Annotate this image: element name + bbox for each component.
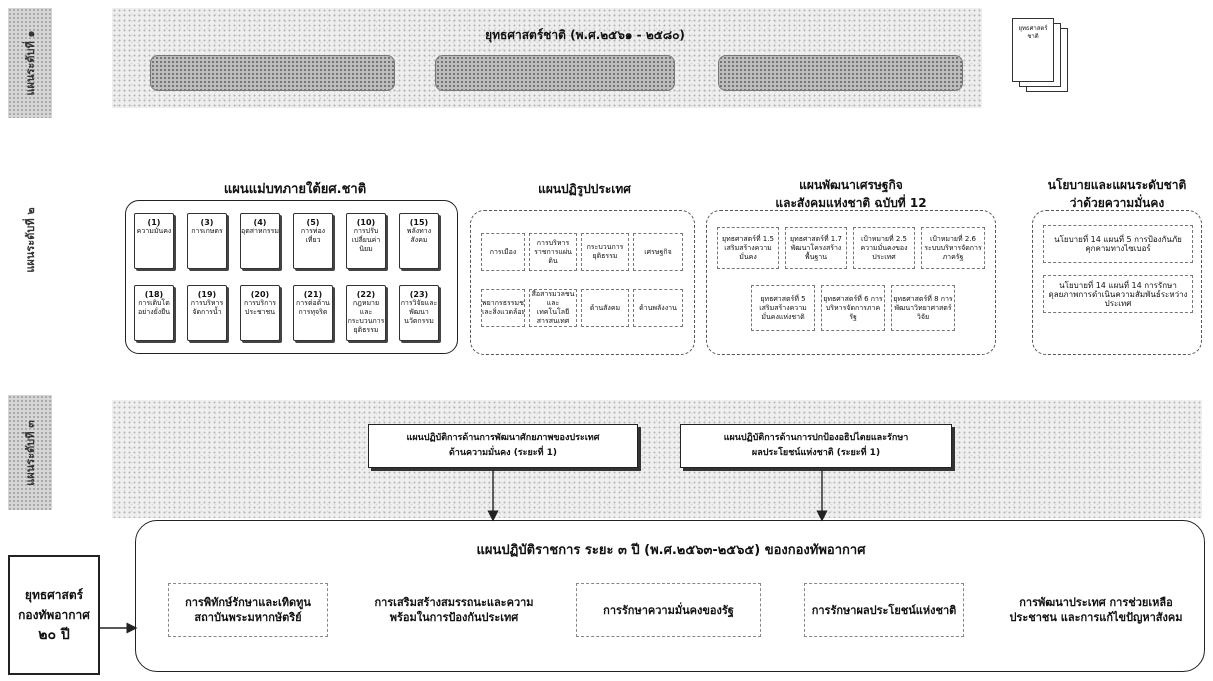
security-policy-cell: นโยบายที่ 14 แผนที่ 5 การป้องกันภัยคุกคา… xyxy=(1043,225,1193,263)
level2-tag-label: แผนระดับที่ ๒ xyxy=(24,207,37,273)
master-plan-doc: (23)การวิจัยและพัฒนานวัตกรรม xyxy=(399,285,439,341)
security-policy-cell: นโยบายที่ 14 แผนที่ 14 การรักษาดุลยภาพกา… xyxy=(1043,275,1193,313)
econ-plan-title-line2: และสังคมแห่งชาติ ฉบับที่ 12 xyxy=(775,196,927,210)
level3-tag-label: แผนระดับที่ ๓ xyxy=(24,419,37,486)
goal-monarchy: การพิทักษ์รักษาและเทิดทูนสถาบันพระมหากษั… xyxy=(168,583,328,637)
strategy-document-icon: ยุทธศาสตร์ชาติ xyxy=(1012,18,1054,82)
master-plan-doc: (4)อุตสาหกรรม xyxy=(240,213,280,269)
master-plan-doc: (5)การท่องเที่ยว xyxy=(293,213,333,269)
national-strategy-box-2 xyxy=(435,55,675,91)
master-plan-doc: (3)การเกษตร xyxy=(187,213,227,269)
rtaf-strategy-line3: ๒๐ ปี xyxy=(38,627,70,643)
master-plan-doc: (21)การต่อต้านการทุจริต xyxy=(293,285,333,341)
reform-plan-cell: เศรษฐกิจ xyxy=(633,233,683,271)
econ-plan-group: ยุทธศาสตร์ที่ 1.5 เสริมสร้างความมั่นคง ย… xyxy=(706,210,996,355)
econ-plan-cell: ยุทธศาสตร์ที่ 6 การบริหารจัดการภาครัฐ xyxy=(821,285,885,331)
level1-tag: แผนระดับที่ ๑ xyxy=(8,8,52,118)
rtaf-action-plan-group: แผนปฏิบัติราชการ ระยะ ๓ ปี (พ.ศ.๒๕๖๓-๒๕๖… xyxy=(135,520,1205,672)
econ-plan-cell: ยุทธศาสตร์ที่ 5 เสริมสร้างความมั่นคงแห่ง… xyxy=(751,285,815,331)
action-plan-1: แผนปฏิบัติการด้านการพัฒนาศักยภาพของประเท… xyxy=(368,424,638,468)
security-policy-title-line1: นโยบายและแผนระดับชาติ xyxy=(1047,178,1187,192)
action-plan-2-line2: ผลประโยชน์แห่งชาติ (ระยะที่ 1) xyxy=(751,448,881,458)
action-plan-1-line2: ด้านความมั่นคง (ระยะที่ 1) xyxy=(448,448,558,458)
goal-national-interest: การรักษาผลประโยชน์แห่งชาติ xyxy=(804,583,964,637)
master-plan-doc: (18)การเติบโตอย่างยั่งยืน xyxy=(134,285,174,341)
reform-plan-group: การเมือง การบริหารราชการแผ่นดิน กระบวนกา… xyxy=(470,210,695,355)
goal-defense-readiness: การเสริมสร้างสมรรถนะและความพร้อมในการป้อ… xyxy=(374,596,534,624)
master-plan-doc: (22)กฎหมายและกระบวนการยุติธรรม xyxy=(346,285,386,341)
action-plan-2: แผนปฏิบัติการด้านการปกป้องอธิปไตยและรักษ… xyxy=(680,424,952,468)
reform-plan-cell: สื่อสารมวลชนและเทคโนโลยีสารสนเทศ xyxy=(529,289,577,327)
level3-tag: แผนระดับที่ ๓ xyxy=(8,395,52,510)
reform-plan-cell: การบริหารราชการแผ่นดิน xyxy=(529,233,577,271)
strategy-document-stack: ยุทธศาสตร์ชาติ xyxy=(1012,18,1072,98)
reform-plan-title: แผนปฏิรูปประเทศ xyxy=(538,182,631,196)
national-strategy-box-3 xyxy=(718,55,963,91)
econ-plan-cell: ยุทธศาสตร์ที่ 8 การพัฒนาวิทยาศาสตร์ วิจั… xyxy=(891,285,955,331)
master-plan-title: แผนแม่บทภายใต้ยศ.ชาติ xyxy=(223,182,367,197)
econ-plan-cell: ยุทธศาสตร์ที่ 1.5 เสริมสร้างความมั่นคง xyxy=(717,227,779,269)
econ-plan-title-line1: แผนพัฒนาเศรษฐกิจ xyxy=(799,178,903,192)
action-plan-2-line1: แผนปฏิบัติการด้านการปกป้องอธิปไตยและรักษ… xyxy=(723,433,909,443)
level3-band xyxy=(112,400,1202,518)
master-plan-doc: (20)การบริการประชาชน xyxy=(240,285,280,341)
national-strategy-box-1 xyxy=(150,55,395,91)
level1-tag-label: แผนระดับที่ ๑ xyxy=(24,30,37,96)
econ-plan-cell: เป้าหมายที่ 2.5 ความมั่นคงของประเทศ xyxy=(853,227,915,269)
rtaf-action-plan-title: แผนปฏิบัติราชการ ระยะ ๓ ปี (พ.ศ.๒๕๖๓-๒๕๖… xyxy=(476,543,866,558)
reform-plan-cell: ด้านพลังงาน xyxy=(633,289,683,327)
econ-plan-cell: ยุทธศาสตร์ที่ 1.7 พัฒนาโครงสร้างพื้นฐาน xyxy=(785,227,847,269)
security-policy-group: นโยบายที่ 14 แผนที่ 5 การป้องกันภัยคุกคา… xyxy=(1032,210,1202,355)
rtaf-strategy-line2: กองทัพอากาศ xyxy=(18,608,90,622)
master-plan-doc: (19)การบริหารจัดการน้ำ xyxy=(187,285,227,341)
level2-tag: แผนระดับที่ ๒ xyxy=(8,185,52,295)
rtaf-strategy-box: ยุทธศาสตร์ กองทัพอากาศ ๒๐ ปี xyxy=(8,555,100,675)
master-plan-doc: (15)พลังทางสังคม xyxy=(399,213,439,269)
security-policy-title-line2: ว่าด้วยความมั่นคง xyxy=(1069,196,1165,210)
reform-plan-cell: การเมือง xyxy=(481,233,525,271)
goal-national-development: การพัฒนาประเทศ การช่วยเหลือประชาชน และกา… xyxy=(1009,596,1183,624)
econ-plan-cell: เป้าหมายที่ 2.6 ระบบบริหารจัดการภาครัฐ xyxy=(921,227,985,269)
reform-plan-cell: ด้านสังคม xyxy=(581,289,629,327)
reform-plan-cell: ทรัพยากรธรรมชาติและสิ่งแวดล้อม xyxy=(481,289,525,327)
goal-state-security: การรักษาความมั่นคงของรัฐ xyxy=(576,583,761,637)
master-plan-doc: (1)ความมั่นคง xyxy=(134,213,174,269)
reform-plan-cell: กระบวนการยุติธรรม xyxy=(581,233,629,271)
rtaf-strategy-line1: ยุทธศาสตร์ xyxy=(24,588,84,602)
master-plan-group: (1)ความมั่นคง (3)การเกษตร (4)อุตสาหกรรม … xyxy=(125,200,458,354)
level1-title: ยุทธศาสตร์ชาติ (พ.ศ.๒๕๖๑ - ๒๕๘๐) xyxy=(485,28,685,42)
action-plan-1-line1: แผนปฏิบัติการด้านการพัฒนาศักยภาพของประเท… xyxy=(406,433,600,443)
master-plan-doc: (10)การปรับเปลี่ยนค่านิยม xyxy=(346,213,386,269)
